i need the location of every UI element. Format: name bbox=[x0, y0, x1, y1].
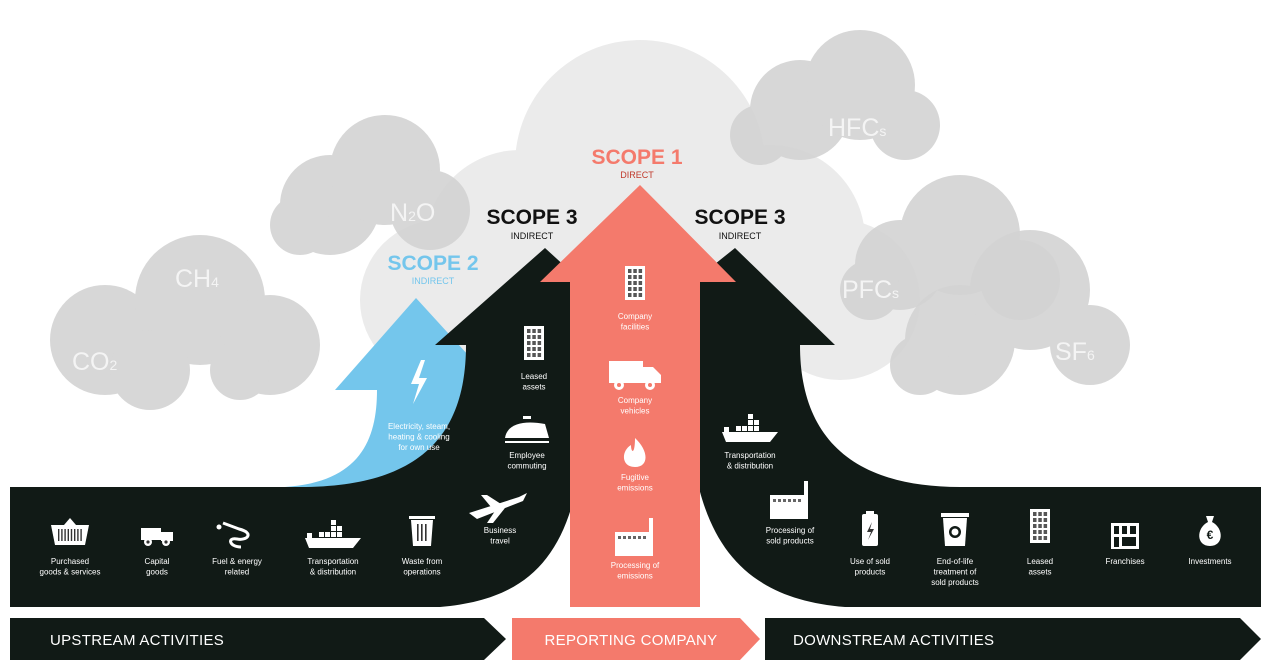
train-icon bbox=[505, 416, 549, 443]
gas-cloud bbox=[270, 115, 470, 255]
downstream-label: DOWNSTREAM ACTIVITIES bbox=[793, 632, 994, 649]
basket-icon bbox=[51, 518, 89, 545]
clouds bbox=[50, 30, 1130, 410]
gas-label: CH4 bbox=[175, 265, 219, 293]
factory-icon bbox=[615, 518, 653, 556]
lightning-icon bbox=[411, 360, 427, 404]
activity-item: Franchises bbox=[1105, 523, 1145, 566]
scope2-title: SCOPE 2 bbox=[387, 252, 478, 275]
trash-bin-icon bbox=[409, 516, 435, 546]
gas-label: PFCs bbox=[842, 276, 899, 304]
scope1-subtitle: DIRECT bbox=[620, 170, 654, 180]
reporting-label: REPORTING COMPANY bbox=[545, 632, 718, 649]
airplane-icon bbox=[469, 493, 527, 523]
scope3-left-subtitle: INDIRECT bbox=[511, 231, 554, 241]
reporting-arrow-bar bbox=[512, 618, 760, 660]
gas-label: N2O bbox=[390, 199, 435, 227]
storefront-icon bbox=[1111, 523, 1139, 549]
battery-icon bbox=[862, 511, 878, 546]
building-icon bbox=[625, 266, 645, 300]
activity-label: Transportation& distribution bbox=[724, 451, 775, 471]
recycle-bin-icon bbox=[941, 513, 969, 546]
scope3-right-subtitle: INDIRECT bbox=[719, 231, 762, 241]
flame-icon bbox=[623, 438, 646, 467]
upstream-arrow-bar bbox=[10, 618, 506, 660]
ship-icon bbox=[722, 414, 778, 442]
scope1-title: SCOPE 1 bbox=[591, 146, 682, 169]
downstream-arrow-bar bbox=[765, 618, 1261, 660]
activity-item: Transportation& distribution bbox=[722, 414, 778, 471]
activity-label: Transportation& distribution bbox=[307, 557, 358, 577]
scope3-upstream-arrow bbox=[10, 248, 580, 607]
bottom-bar: UPSTREAM ACTIVITIES REPORTING COMPANY DO… bbox=[10, 618, 1261, 660]
truck-icon bbox=[141, 528, 173, 546]
gas-cloud bbox=[890, 230, 1130, 395]
van-icon bbox=[609, 361, 661, 390]
scope3-right-title: SCOPE 3 bbox=[694, 206, 785, 229]
gas-cloud bbox=[50, 235, 320, 410]
gas-label: SF6 bbox=[1055, 338, 1095, 366]
money-bag-icon: € bbox=[1199, 516, 1221, 546]
gas-cloud bbox=[730, 30, 940, 165]
activity-label: Franchises bbox=[1105, 557, 1144, 566]
building-icon bbox=[1030, 509, 1050, 543]
scope3-downstream-arrow bbox=[695, 248, 1261, 607]
fuel-nozzle-icon bbox=[216, 521, 250, 549]
svg-text:€: € bbox=[1207, 528, 1214, 542]
activity-label: Investments bbox=[1188, 557, 1231, 566]
upstream-label: UPSTREAM ACTIVITIES bbox=[50, 632, 224, 649]
scope3-right-heading: SCOPE 3 INDIRECT bbox=[694, 206, 785, 241]
activity-item: € Investments bbox=[1188, 516, 1232, 566]
scope2-subtitle: INDIRECT bbox=[412, 276, 455, 286]
scope3-left-title: SCOPE 3 bbox=[486, 206, 577, 229]
scope1-arrow bbox=[540, 185, 736, 607]
scope3-left-heading: SCOPE 3 INDIRECT bbox=[486, 206, 577, 241]
scope1-heading: SCOPE 1 DIRECT bbox=[591, 146, 682, 180]
building-icon bbox=[524, 326, 544, 360]
factory-icon bbox=[770, 481, 808, 519]
gas-label: HFCs bbox=[828, 114, 886, 142]
scope2-heading: SCOPE 2 INDIRECT bbox=[387, 252, 478, 286]
activity-item: Transportation& distribution bbox=[305, 520, 361, 577]
ship-icon bbox=[305, 520, 361, 548]
gas-label: CO2 bbox=[72, 348, 118, 376]
